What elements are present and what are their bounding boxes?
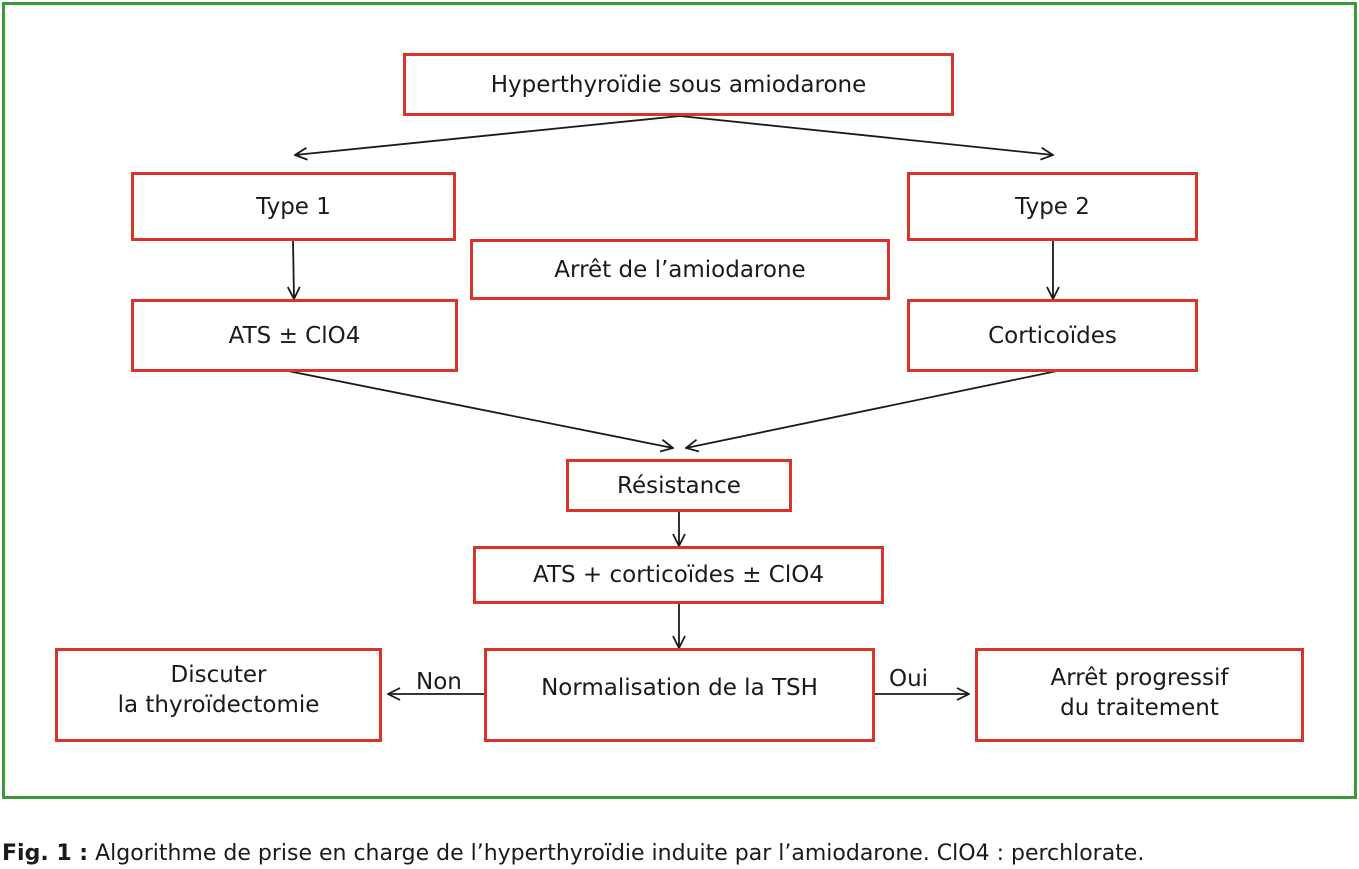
arret-progressif-line2: du traitement — [1060, 695, 1219, 721]
arrow-cortico-resistance — [686, 370, 1058, 448]
node-corticoides: Corticoïdes — [907, 299, 1198, 372]
thyroidectomie-line2: la thyroïdectomie — [117, 692, 320, 718]
diagram-frame — [2, 2, 1357, 799]
caption-prefix: Fig. 1 : — [2, 841, 89, 866]
node-stop-amiodarone: Arrêt de l’amiodarone — [470, 239, 890, 300]
node-ats-clo4: ATS ± ClO4 — [131, 299, 458, 372]
node-discuter-thyroidectomie: Discuter la thyroïdectomie — [55, 648, 382, 742]
node-ats-corticoides-clo4: ATS + corticoïdes ± ClO4 — [473, 546, 884, 604]
edge-label-non: Non — [416, 669, 462, 695]
node-type1: Type 1 — [131, 172, 456, 241]
node-type2: Type 2 — [907, 172, 1198, 241]
arrow-ats-resistance — [287, 370, 673, 448]
caption-text: Algorithme de prise en charge de l’hyper… — [88, 841, 1145, 866]
arrow-root-type2 — [679, 115, 1053, 155]
thyroidectomie-line1: Discuter — [170, 662, 267, 688]
node-resistance: Résistance — [566, 459, 792, 512]
figure-caption: Fig. 1 : Algorithme de prise en charge d… — [2, 839, 1144, 869]
arrow-type1-ats — [293, 239, 294, 299]
arret-progressif-line1: Arrêt progressif — [1050, 665, 1229, 691]
node-arret-progressif: Arrêt progressif du traitement — [975, 648, 1304, 742]
node-normalisation-tsh: Normalisation de la TSH — [484, 648, 875, 742]
node-root: Hyperthyroïdie sous amiodarone — [403, 53, 954, 116]
edge-label-oui: Oui — [889, 666, 929, 692]
arrow-root-type1 — [295, 115, 681, 155]
